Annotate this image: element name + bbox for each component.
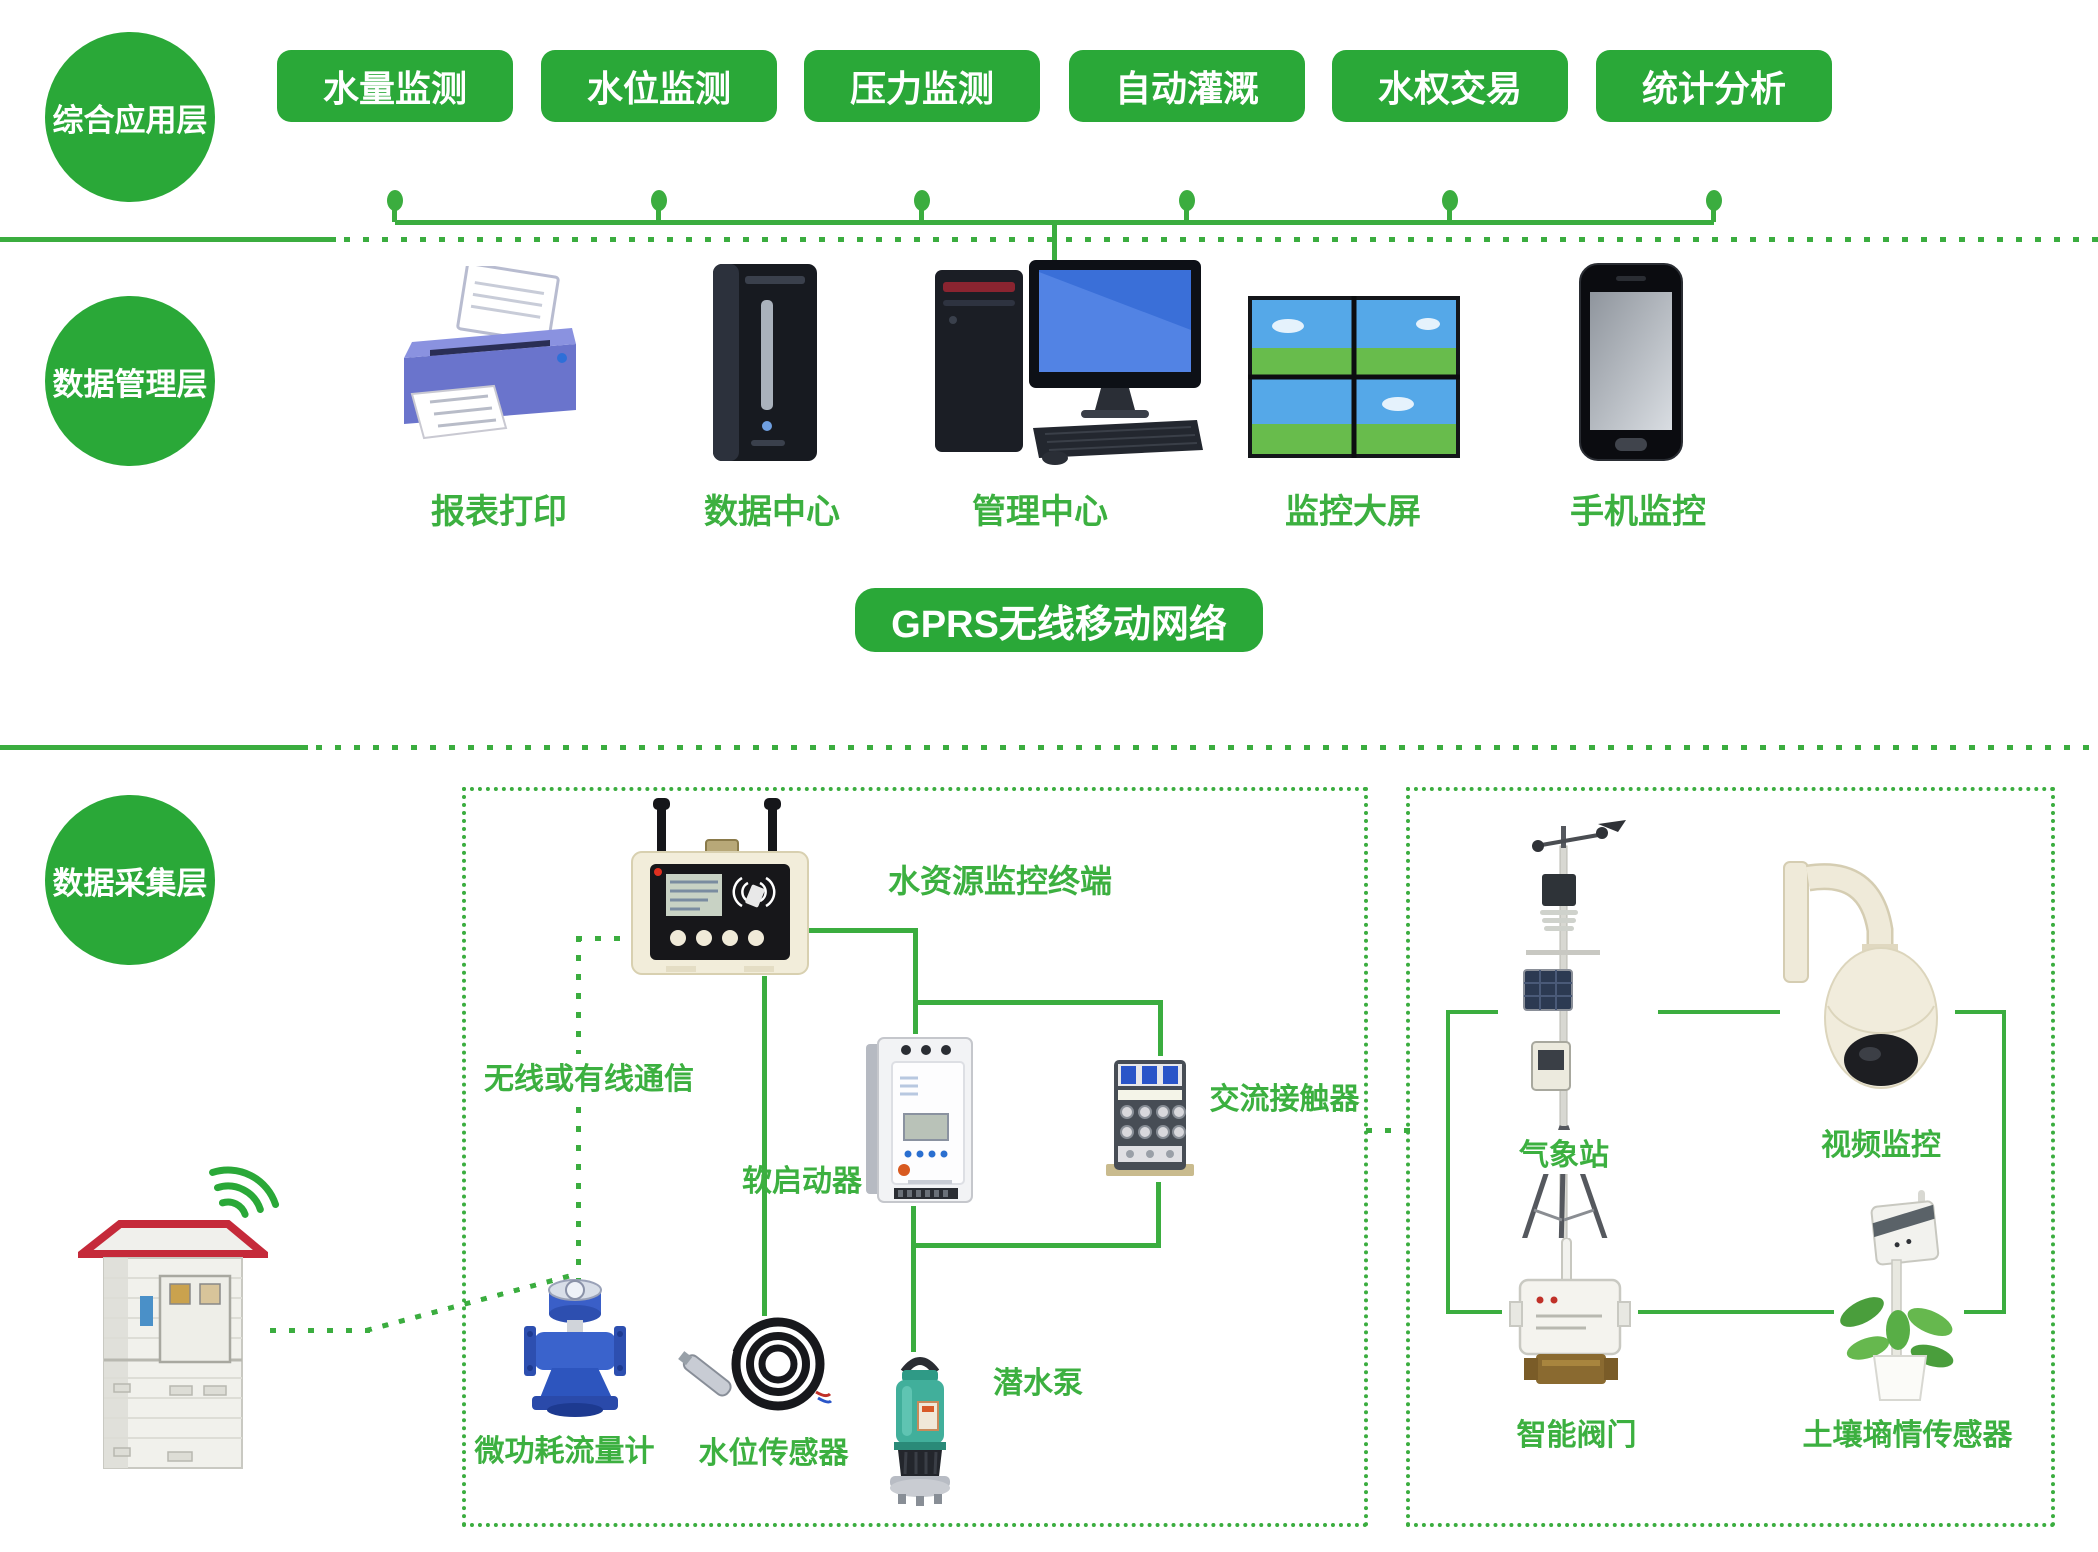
wire-contactor-top	[1158, 1000, 1163, 1056]
comm-mode-label: 无线或有线通信	[484, 1054, 694, 1098]
control-cabinet-image	[78, 1220, 268, 1469]
bus-stem	[656, 207, 661, 222]
wire-down-to-starter	[913, 928, 918, 1034]
flow-meter-image	[524, 1279, 626, 1417]
dotted-comm-vertical	[576, 936, 581, 1280]
weather-station-image	[1498, 820, 1658, 1310]
submersible-pump-image	[890, 1357, 950, 1506]
dotted-comm-horizontal	[576, 936, 636, 941]
separator1-dotted	[344, 237, 2098, 242]
printer-label: 报表打印	[431, 493, 567, 531]
bus-node	[914, 190, 930, 211]
soft-starter-image	[866, 1037, 973, 1203]
wire-bottom-branch	[911, 1243, 1161, 1248]
pump-label: 潜水泵	[993, 1367, 1083, 1400]
weather-station-label: 气象站	[1508, 1130, 1620, 1174]
dotted-box-to-box-link	[1366, 1128, 1410, 1133]
field-sensors-dashed-box	[1406, 787, 2055, 1527]
soil-sensor-label: 土壤墒情传感器	[1802, 1419, 2013, 1452]
server-label: 数据中心	[704, 493, 840, 531]
soft-starter-label: 软启动器	[742, 1165, 862, 1198]
smart-valve-label: 智能阀门	[1516, 1419, 1637, 1452]
bus-node	[1442, 190, 1458, 211]
bus-stem	[1184, 207, 1189, 222]
bus-stem	[1711, 207, 1716, 222]
wifi-signal-icon	[209, 1166, 280, 1218]
smart-valve-image	[1502, 1238, 1638, 1404]
dotted-cabinet-link	[270, 1328, 370, 1333]
wire-terminal-to-level-sensor	[762, 976, 767, 1316]
app-button-irrigation[interactable]: 自动灌溉	[1069, 50, 1305, 122]
ptz-camera-image	[1780, 856, 1955, 1098]
layer-circle-application: 综合应用层	[45, 32, 215, 202]
bus-stem	[1447, 207, 1452, 222]
phone-image	[1579, 263, 1683, 461]
separator2-solid	[0, 745, 308, 750]
bus-stem	[392, 207, 397, 222]
separator1-solid	[0, 237, 336, 242]
wire-terminal-right	[802, 928, 918, 933]
layer-circle-collection: 数据采集层	[45, 795, 215, 965]
bus-node	[651, 190, 667, 211]
phone-label: 手机监控	[1570, 493, 1706, 531]
videowall-label: 监控大屏	[1285, 493, 1421, 531]
app-button-water-level[interactable]: 水位监测	[541, 50, 777, 122]
flow-meter-label: 微功耗流量计	[474, 1435, 655, 1468]
soil-moisture-sensor-image	[1834, 1190, 1964, 1404]
layer-circle-management: 数据管理层	[45, 296, 215, 466]
app-button-water-quantity[interactable]: 水量监测	[277, 50, 513, 122]
printer-image	[404, 266, 576, 440]
bus-node	[1706, 190, 1722, 211]
computer-image	[935, 260, 1203, 465]
water-level-sensor-image	[678, 1317, 832, 1411]
app-button-statistics[interactable]: 统计分析	[1596, 50, 1832, 122]
level-sensor-label: 水位传感器	[698, 1437, 849, 1470]
video-monitor-label: 视频监控	[1821, 1129, 1941, 1162]
wire-contactor-bottom	[1156, 1182, 1161, 1248]
contactor-label: 交流接触器	[1209, 1083, 1360, 1116]
bus-node	[1179, 190, 1195, 211]
server-tower-image	[713, 264, 817, 461]
pump-station-dashed-box	[462, 787, 1368, 1527]
app-button-pressure[interactable]: 压力监测	[804, 50, 1040, 122]
monitoring-terminal-image	[631, 798, 809, 975]
wire-branch-to-contactor	[913, 1000, 1163, 1005]
computer-label: 管理中心	[972, 493, 1108, 531]
field-sensors-inner-loop	[1446, 1010, 2006, 1314]
video-wall-image	[1248, 296, 1460, 458]
bus-node	[387, 190, 403, 211]
gprs-network-button[interactable]: GPRS无线移动网络	[855, 588, 1263, 652]
terminal-label: 水资源监控终端	[887, 863, 1112, 899]
bus-stem	[919, 207, 924, 222]
app-button-water-rights[interactable]: 水权交易	[1332, 50, 1568, 122]
separator2-dotted	[316, 745, 2098, 750]
wire-starter-to-pump	[911, 1206, 916, 1352]
ac-contactor-image	[1106, 1060, 1194, 1176]
